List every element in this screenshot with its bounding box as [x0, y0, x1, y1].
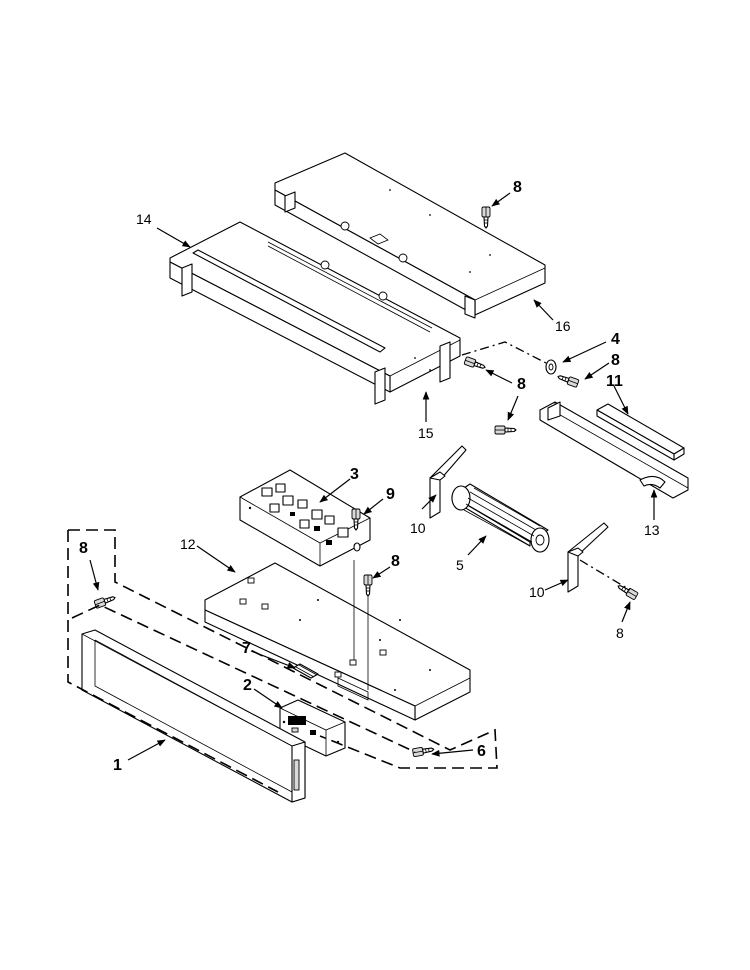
callout-4: 4: [611, 331, 620, 348]
callout-8-side: 8: [517, 376, 526, 393]
callout-10-upper: 10: [410, 520, 426, 536]
leader-lines: [89, 192, 658, 761]
screw-8-top: [481, 206, 491, 229]
callout-8-lower-right: 8: [616, 625, 624, 641]
assembly-boundary-mid: [71, 604, 416, 753]
callout-8-panel: 8: [391, 553, 400, 570]
screw-6: [411, 744, 436, 758]
part-9-spacer: [353, 542, 361, 552]
callout-16: 16: [555, 318, 571, 334]
connector-line-10-8: [579, 559, 631, 591]
callout-12: 12: [180, 536, 196, 552]
callout-7: 7: [242, 640, 251, 657]
part-14-seal-strip: [192, 249, 386, 353]
screw-8-bracket: [494, 425, 517, 435]
callout-14: 14: [136, 211, 152, 227]
callout-8-top: 8: [513, 179, 522, 196]
callout-13: 13: [644, 522, 660, 538]
callout-15: 15: [418, 425, 434, 441]
callout-5: 5: [456, 557, 464, 573]
callout-2: 2: [243, 677, 252, 694]
part-10-bracket-upper: [429, 445, 467, 519]
part-7-wire-harness: [292, 663, 319, 679]
callout-9: 9: [386, 486, 395, 503]
callout-10-lower: 10: [529, 584, 545, 600]
connector-line-15-4: [461, 341, 551, 366]
part-13-bracket: [539, 401, 689, 499]
callout-11: 11: [606, 373, 623, 390]
part-3-relay-board: [239, 469, 371, 567]
assembly-boundary-left-lower: [67, 530, 279, 793]
part-15-vent-panel: [169, 221, 461, 405]
screw-8-side: [463, 355, 487, 372]
callout-6: 6: [477, 743, 486, 760]
part-1-front-trim: [81, 629, 306, 803]
part-4-washer: [545, 359, 557, 375]
part-11-insulation-strip: [596, 403, 685, 461]
callout-8-left: 8: [79, 540, 88, 557]
callout-1: 1: [113, 757, 122, 774]
assembly-boundary-left: [68, 529, 498, 769]
screw-8-panel: [363, 574, 373, 597]
part-16-top-cover: [274, 152, 546, 319]
callout-8-washer: 8: [611, 352, 620, 369]
screw-8-lower-right: [615, 581, 639, 601]
part-5-cooling-fan: [451, 483, 550, 553]
screw-8-washer: [556, 372, 580, 389]
part-12-control-panel-plate: [204, 562, 471, 721]
part-10-bracket-lower: [567, 522, 609, 593]
callout-3: 3: [350, 466, 359, 483]
